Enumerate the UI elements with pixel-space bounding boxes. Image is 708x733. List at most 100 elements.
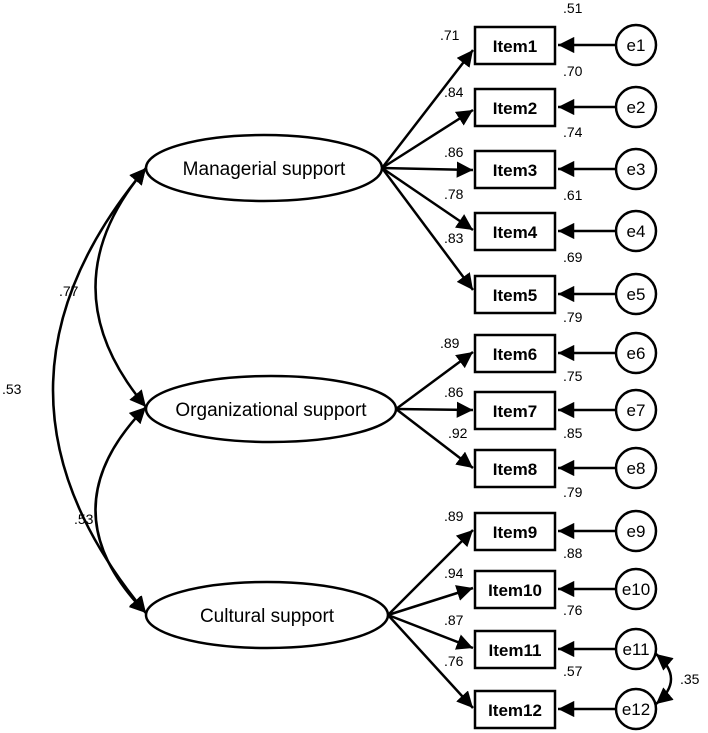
- loading-path-item11: [387, 613, 474, 650]
- loading-path-item1: [381, 49, 474, 169]
- error-circle-e1: [614, 23, 658, 67]
- loading-path-item8: [395, 408, 474, 469]
- item-label-10: Item10: [488, 581, 542, 600]
- item-label-5: Item5: [493, 286, 537, 305]
- loading-path-item4: [381, 166, 474, 232]
- item-box-3: [473, 149, 557, 190]
- error-covariance-value: .35: [680, 671, 700, 687]
- error-circle-e4: [614, 209, 658, 253]
- r2-value-item3: .74: [563, 124, 583, 140]
- error-label-e6: e6: [627, 344, 646, 363]
- item-box-12: [473, 689, 557, 730]
- r2-value-item4: .61: [563, 187, 583, 203]
- correlation-managerial-cultural: .53: [2, 381, 22, 397]
- error-circle-e7: [614, 388, 658, 432]
- item-label-7: Item7: [493, 402, 537, 421]
- item-label-6: Item6: [493, 345, 537, 364]
- r-squared-values: .51 .70 .74 .61 .69 .79 .75 .85 .79 .88 …: [563, 0, 583, 679]
- factor-ellipse-cultural: [144, 580, 390, 650]
- loading-value-item2: .84: [444, 84, 464, 100]
- correlation-arc-organizational-cultural: [94, 406, 147, 614]
- loading-path-item7: [395, 401, 474, 418]
- item-label-9: Item9: [493, 523, 537, 542]
- item-box-1: [473, 25, 557, 66]
- loading-values: .71 .84 .86 .78 .83 .89 .86 .92 .89 .94 …: [440, 27, 468, 669]
- item-box-4: [473, 211, 557, 252]
- item-label-4: Item4: [493, 223, 538, 242]
- factors: Managerial support Organizational suppor…: [144, 133, 398, 650]
- factor-correlations: .77 .53 .53: [2, 167, 147, 614]
- error-label-e3: e3: [627, 160, 646, 179]
- item-box-10: [473, 569, 557, 610]
- loading-path-item10: [387, 585, 474, 617]
- loading-value-item11: .87: [444, 612, 464, 628]
- error-circle-e5: [614, 272, 658, 316]
- correlation-arc-managerial-cultural: [51, 167, 147, 614]
- error-label-e12: e12: [622, 700, 650, 719]
- loading-value-item6: .89: [440, 335, 460, 351]
- error-circle-e10: [614, 567, 658, 611]
- loading-value-item8: .92: [448, 425, 468, 441]
- loading-path-item3: [381, 161, 474, 178]
- loading-path-item9: [387, 529, 474, 616]
- loading-value-item5: .83: [444, 230, 464, 246]
- loading-value-item9: .89: [444, 508, 464, 524]
- loading-value-item4: .78: [444, 186, 464, 202]
- item-box-6: [473, 333, 557, 374]
- loading-path-item5: [380, 167, 475, 291]
- loading-paths: [380, 49, 475, 709]
- item-label-11: Item11: [489, 641, 542, 660]
- error-circle-e11: [614, 627, 658, 671]
- r2-value-item6: .79: [563, 309, 583, 325]
- error-terms: e1 e2 e3 e4 e5 e6 e7 e8 e9 e10 e11 e12: [614, 23, 658, 731]
- error-paths: .35: [558, 36, 700, 718]
- error-label-e11: e11: [622, 640, 649, 659]
- error-circle-e3: [614, 147, 658, 191]
- loading-path-item2: [381, 108, 474, 170]
- r2-value-item2: .70: [563, 63, 583, 79]
- item-box-5: [473, 274, 557, 315]
- r2-value-item8: .85: [563, 425, 583, 441]
- error-circle-e9: [614, 509, 658, 553]
- loading-value-item3: .86: [444, 144, 464, 160]
- item-box-2: [473, 87, 557, 128]
- r2-value-item10: .88: [563, 545, 583, 561]
- factor-ellipse-managerial: [144, 133, 384, 203]
- item-box-11: [473, 629, 557, 670]
- r2-value-item12: .57: [563, 663, 583, 679]
- error-label-e9: e9: [627, 522, 646, 541]
- factor-label-cultural: Cultural support: [200, 606, 335, 627]
- error-label-e10: e10: [622, 580, 650, 599]
- error-circle-e2: [614, 85, 658, 129]
- error-circle-e6: [614, 331, 658, 375]
- error-covariance-arc: [655, 653, 674, 705]
- items: Item1 Item2 Item3 Item4 Item5 Item6 Item…: [473, 25, 557, 730]
- factor-label-organizational: Organizational support: [175, 400, 367, 421]
- r2-value-item9: .79: [563, 484, 583, 500]
- item-box-9: [473, 511, 557, 552]
- item-label-12: Item12: [488, 701, 542, 720]
- loading-value-item7: .86: [444, 384, 464, 400]
- error-label-e8: e8: [627, 459, 646, 478]
- loading-value-item10: .94: [444, 565, 464, 581]
- factor-label-managerial: Managerial support: [183, 159, 346, 180]
- error-label-e1: e1: [627, 36, 646, 55]
- error-circle-e12: [614, 687, 658, 731]
- item-label-8: Item8: [493, 460, 537, 479]
- error-label-e5: e5: [627, 285, 646, 304]
- item-label-2: Item2: [493, 99, 537, 118]
- error-label-e4: e4: [627, 222, 646, 241]
- item-label-1: Item1: [493, 37, 537, 56]
- r2-value-item11: .76: [563, 602, 583, 618]
- correlation-arc-managerial-organizational: [94, 167, 147, 408]
- r2-value-item5: .69: [563, 249, 583, 265]
- error-label-e2: e2: [627, 98, 646, 117]
- loading-path-item6: [395, 350, 474, 411]
- item-box-7: [473, 390, 557, 431]
- r2-value-item7: .75: [563, 368, 583, 384]
- error-label-e7: e7: [627, 401, 646, 420]
- loading-value-item1: .71: [440, 27, 460, 43]
- correlation-organizational-cultural: .53: [74, 511, 94, 527]
- error-circle-e8: [614, 446, 658, 490]
